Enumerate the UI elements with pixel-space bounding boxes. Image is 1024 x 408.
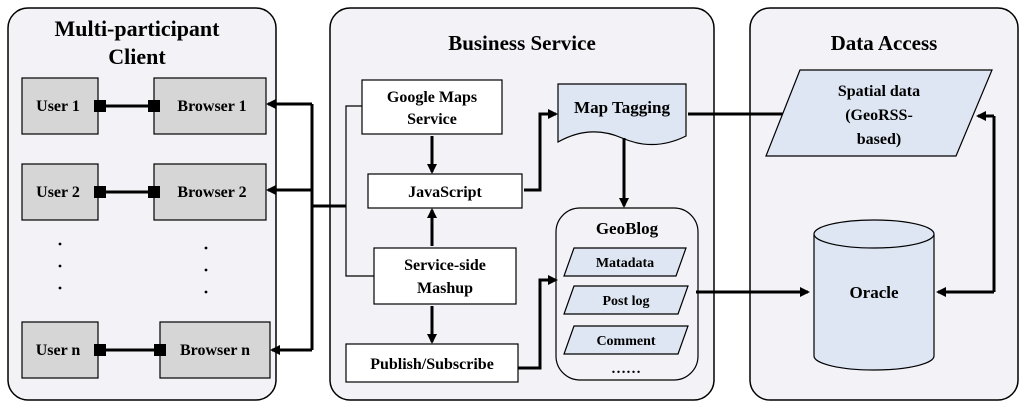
publish-subscribe-label: Publish/Subscribe [370,356,494,373]
user-2-label: User 2 [36,184,80,201]
user-2-box [21,163,99,221]
user1-port [94,100,106,112]
browser-2-label: Browser 2 [177,184,246,201]
user-n-box [21,321,99,379]
client-title-line1: Multi-participant [55,16,221,41]
google-maps-label-1: Google Maps [387,89,477,106]
browsern-port [154,344,166,356]
user-n-label: User n [36,342,81,359]
vertical-ellipsis-right [204,246,208,294]
browser-1-label: Browser 1 [177,98,246,115]
geoblog-title: GeoBlog [596,219,659,238]
user2-port [94,186,106,198]
publish-subscribe-box [345,343,519,383]
browser-n-label: Browser n [180,342,250,359]
vertical-ellipsis-left [58,242,62,290]
javascript-label: JavaScript [408,184,482,201]
oracle-database-cylinder [813,219,935,371]
browser1-port [148,100,160,112]
oracle-label: Oracle [849,283,899,302]
map-tagging-label: Map Tagging [574,98,670,117]
arrow-js-to-map-tagging [524,109,558,192]
usern-port [94,344,106,356]
map-tagging-document [557,83,687,146]
comment-parallelogram [563,325,689,355]
arrow-publish-to-geoblog [518,275,558,370]
postlog-label: Post log [602,294,649,309]
spatial-label-2: (GeoRSS- [845,107,913,124]
data-access-title: Data Access [831,31,938,55]
postlog-parallelogram [563,285,689,315]
spatial-label-1: Spatial data [838,83,920,100]
google-maps-service-box [361,79,503,135]
browser-1-box [153,77,267,135]
mashup-label-2: Mashup [417,280,473,297]
spatial-data-parallelogram [765,69,993,157]
google-maps-link [345,105,374,277]
browser-n-box [159,321,271,379]
service-side-mashup-box [373,247,517,305]
comment-label: Comment [596,334,655,349]
geoblog-ellipsis: …… [611,361,641,377]
metadata-label: Matadata [596,256,654,271]
business-title: Business Service [448,31,596,55]
mashup-label-1: Service-side [404,257,486,274]
browser2-port [148,186,160,198]
javascript-box [367,173,523,209]
spatial-label-3: based) [857,131,901,148]
google-maps-label-2: Service [407,111,457,128]
user-1-label: User 1 [36,98,80,115]
client-title-line2: Client [108,44,166,69]
metadata-parallelogram [563,247,687,277]
